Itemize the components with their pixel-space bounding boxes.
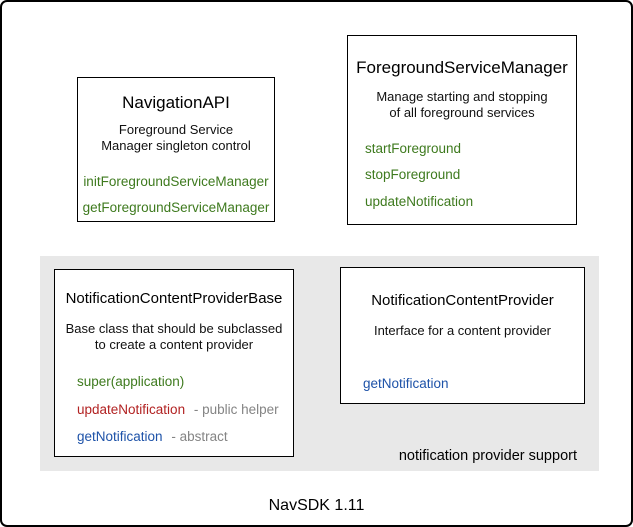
method-get-foreground-service-manager: getForegroundServiceManager [82,200,270,215]
description-line: Foreground Service [118,122,234,137]
box-notification-content-provider: NotificationContentProvider Interface fo… [340,267,585,404]
method-name: getNotification [77,429,163,444]
box-notification-content-provider-base: NotificationContentProviderBase Base cla… [54,269,294,457]
description-line: Manager singleton control [101,138,251,153]
method-update-notification: updateNotification [365,194,474,209]
notification-content-provider-title: NotificationContentProvider [371,292,554,309]
description-line: Base class that should be subclassed [65,321,283,336]
description-line: of all foreground services [389,105,535,120]
method-get-notification: getNotification [363,376,449,391]
description-line: Interface for a content provider [373,323,552,338]
description-line: to create a content provider [94,337,254,352]
box-navigation-api: NavigationAPI Foreground Service Manager… [77,77,275,222]
method-super-application: super(application) [77,374,184,389]
method-init-foreground-service-manager: initForegroundServiceManager [83,174,269,189]
method-suffix: - abstract [171,429,228,444]
box-foreground-service-manager: ForegroundServiceManager Manage starting… [347,35,577,225]
method-start-foreground: startForeground [365,141,462,156]
notification-content-provider-base-title: NotificationContentProviderBase [65,290,283,307]
group-label: notification provider support [398,448,577,464]
notification-content-provider-base-description: Base class that should be subclassed to … [55,321,293,353]
foreground-service-manager-title: ForegroundServiceManager [356,58,568,77]
navigation-api-description: Foreground Service Manager singleton con… [78,122,274,154]
method-name: super(application) [77,374,185,389]
method-get-notification: getNotification - abstract [77,429,228,444]
navigation-api-title: NavigationAPI [122,93,230,112]
method-stop-foreground: stopForeground [365,167,461,182]
diagram-caption: NavSDK 1.11 [268,497,365,514]
method-update-notification: updateNotification - public helper [77,402,279,417]
method-suffix: - public helper [193,402,279,417]
foreground-service-manager-description: Manage starting and stopping of all fore… [348,89,576,121]
method-name: updateNotification [77,402,186,417]
notification-content-provider-description: Interface for a content provider [341,323,584,339]
description-line: Manage starting and stopping [376,89,548,104]
